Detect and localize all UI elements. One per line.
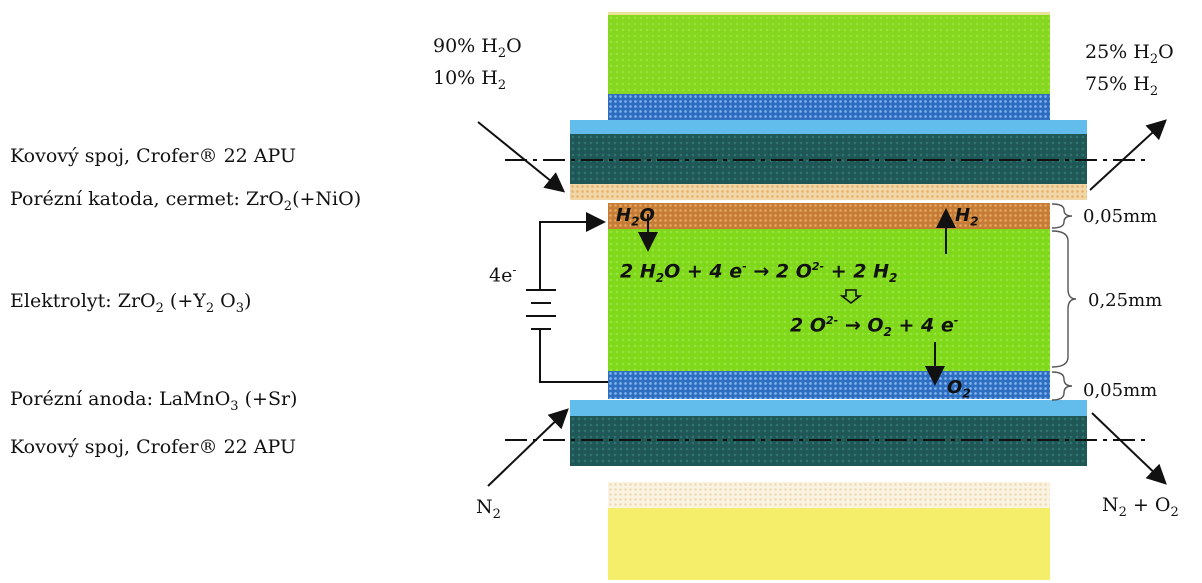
bottom-cathode-band [608, 482, 1050, 508]
label-electrolyte: Elektrolyt: ZrO2 (+Y2 O3) [10, 290, 252, 316]
brace-cathode [1051, 203, 1073, 229]
top-interconnect-strip [570, 184, 1087, 200]
label-cathode: Porézní katoda, cermet: ZrO2(+NiO) [10, 188, 362, 214]
cathode-reaction-equation: 2 H2O + 4 e- → 2 O2- + 2 H2 [620, 260, 898, 286]
top-electrolyte-band [608, 12, 1050, 97]
outlet-top-composition: 25% H2O 75% H2 [1085, 41, 1174, 99]
label-interconnect-top: Kovový spoj, Crofer® 22 APU [10, 145, 296, 167]
brace-anode [1051, 371, 1073, 401]
anode-reaction-equation: 2 O2- → O2 + 4 e- [790, 314, 959, 340]
h2-label: H2 [955, 205, 979, 229]
dimension-anode: 0,05mm [1083, 380, 1158, 401]
outlet-bottom-arrow [1091, 412, 1167, 485]
top-anode-band [608, 94, 1050, 120]
brace-electrolyte [1051, 230, 1077, 368]
label-interconnect-bottom: Kovový spoj, Crofer® 22 APU [10, 436, 296, 458]
inlet-top-composition: 90% H2O 10% H2 [433, 35, 522, 93]
bottom-yellow-band [608, 508, 1050, 580]
inlet-bottom-arrow [487, 408, 569, 487]
cathode-layer [608, 203, 1050, 229]
h2o-label: H2O [616, 205, 655, 229]
electrolyte-layer [608, 229, 1050, 371]
dimension-cathode: 0,05mm [1083, 206, 1158, 227]
circuit-wire-top [539, 212, 606, 272]
electrons-label: 4e- [489, 263, 517, 287]
label-anode: Porézní anoda: LaMnO3 (+Sr) [10, 388, 298, 414]
dimension-electrolyte: 0,25mm [1088, 290, 1163, 311]
inlet-bottom-composition: N2 [476, 496, 501, 522]
anode-layer [608, 371, 1050, 399]
top-interconnect-light [570, 120, 1087, 134]
inlet-top-arrow [477, 121, 566, 193]
circuit-wire-bottom [539, 336, 608, 383]
outlet-top-arrow [1089, 119, 1167, 191]
o2-label: O2 [947, 377, 971, 401]
ion-transfer-arrow [839, 289, 863, 305]
outlet-bottom-composition: N2 + O2 [1102, 494, 1179, 520]
bottom-interconnect-light [570, 400, 1087, 416]
